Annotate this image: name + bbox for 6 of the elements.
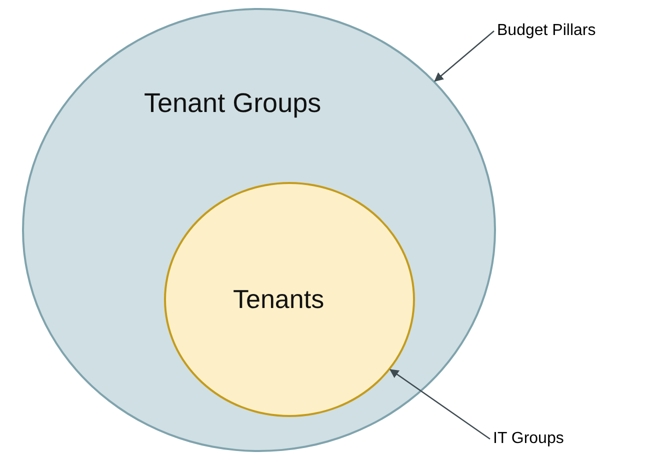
leader-line [434, 30, 494, 82]
callout-text: Budget Pillars [497, 22, 596, 40]
circle-label: Tenant Groups [144, 88, 322, 119]
circle-label: Tenants [233, 284, 324, 315]
callout-text: IT Groups [493, 430, 564, 448]
leader-line [389, 369, 490, 440]
